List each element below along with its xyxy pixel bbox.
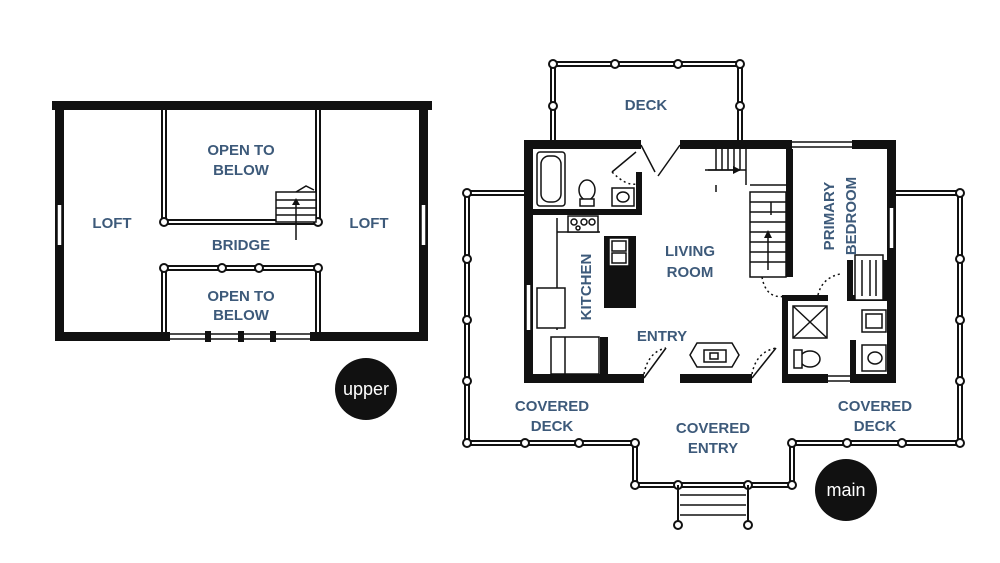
fireplace <box>689 342 740 368</box>
upper-wall-bottom-right <box>310 332 428 341</box>
kitchen-fixtures <box>536 215 636 375</box>
upper-floor-plan: LOFT LOFT OPEN TO BELOW BRIDGE OPEN TO B… <box>52 101 432 420</box>
primary-bedroom-label-1: PRIMARY <box>821 182 838 251</box>
covered-deck-right-label-1: COVERED <box>838 398 912 415</box>
upper-open-bottom-label-1: OPEN TO <box>207 288 275 305</box>
primary-toilet <box>799 350 821 368</box>
upper-wall-bottom-left <box>55 332 170 341</box>
covered-deck-left-label-2: DECK <box>531 418 574 435</box>
upper-badge <box>335 358 397 420</box>
toilet <box>578 179 596 201</box>
living-room-label-1: LIVING <box>665 243 715 260</box>
covered-deck-right-label-2: DECK <box>854 418 897 435</box>
upper-post <box>217 263 227 273</box>
upper-open-top-label-1: OPEN TO <box>207 142 275 159</box>
upper-wall-top <box>52 101 432 110</box>
main-floor-plan: DECK KITCHEN LIVING ROOM PRIMARY BEDROOM… <box>462 59 965 530</box>
upper-loft-left-label: LOFT <box>92 215 131 232</box>
doors <box>611 144 841 379</box>
main-badge-text: main <box>826 480 865 500</box>
upper-badge-text: upper <box>343 379 389 399</box>
upper-post <box>313 263 323 273</box>
covered-deck-railing <box>462 188 965 490</box>
upper-post <box>254 263 264 273</box>
primary-bath-fixtures <box>792 254 887 372</box>
upper-bridge-label: BRIDGE <box>212 237 270 254</box>
covered-deck-left-label-1: COVERED <box>515 398 589 415</box>
upper-open-bottom-label-2: BELOW <box>213 307 270 324</box>
upper-post <box>159 263 169 273</box>
entry-steps <box>673 485 753 530</box>
upper-loft-right-label: LOFT <box>349 215 388 232</box>
entry-label: ENTRY <box>637 328 687 345</box>
bath-fixtures <box>536 151 635 207</box>
living-room-label-2: ROOM <box>667 264 714 281</box>
upper-open-top-label-2: BELOW <box>213 162 270 179</box>
kitchen-label: KITCHEN <box>578 254 595 321</box>
covered-entry-label-2: ENTRY <box>688 440 738 457</box>
closet <box>854 254 884 301</box>
covered-entry-label-1: COVERED <box>676 420 750 437</box>
upper-post <box>159 217 169 227</box>
main-stairs <box>705 149 787 278</box>
main-badge <box>815 459 877 521</box>
fridge <box>536 287 566 329</box>
primary-bedroom-label-2: BEDROOM <box>843 177 860 255</box>
deck-label: DECK <box>625 97 668 114</box>
main-walls <box>524 140 896 383</box>
pantry <box>550 336 600 375</box>
